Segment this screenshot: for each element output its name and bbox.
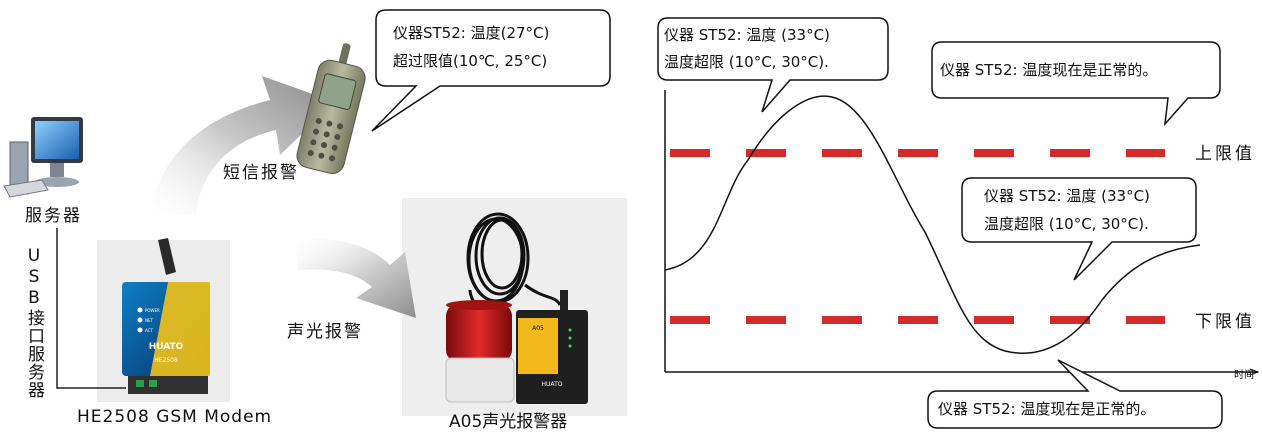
- sms-speech-bubble: [371, 9, 611, 132]
- bubble-fall-alarm: [961, 177, 1197, 281]
- a05-controller-box: [516, 290, 588, 404]
- modem-led-act: ACT: [145, 328, 153, 333]
- sms-bubble-line1: 仪器ST52: 温度(27°C): [393, 24, 550, 42]
- gsm-modem-device: [122, 238, 210, 394]
- server-label: 服务器: [25, 206, 82, 226]
- usb-connector-line: [56, 228, 126, 389]
- modem-brand: HUATO: [149, 342, 184, 352]
- normal-bottom-bubble-line1: 仪器 ST52: 温度现在是正常的。: [938, 400, 1156, 418]
- temperature-curve: [664, 95, 1201, 354]
- modem-led-net: NET: [145, 318, 154, 323]
- lower-limit-label: 下限值: [1195, 312, 1255, 332]
- siren-icon: [445, 300, 515, 403]
- modem-led-power: POWER: [145, 308, 160, 313]
- bubble-normal-bottom: [927, 359, 1223, 429]
- modem-model: HE2508: [154, 357, 178, 364]
- time-axis-label: 时间: [1234, 370, 1254, 381]
- modem-caption: HE2508 GSM Modem: [77, 407, 273, 427]
- a05-brand: HUATO: [542, 381, 563, 388]
- computer-icon: [3, 117, 83, 198]
- fall-bubble-line2: 温度超限 (10°C, 30°C).: [984, 215, 1149, 233]
- upper-limit-label: 上限值: [1195, 144, 1255, 164]
- x-axis-arrow: [1249, 368, 1260, 376]
- alarm-caption: A05声光报警器: [449, 412, 568, 432]
- a05-model: A05: [532, 325, 544, 332]
- bubble-normal-top: [931, 41, 1221, 127]
- arrow-server-to-alarm: [295, 238, 416, 318]
- peak-bubble-line1: 仪器 ST52: 温度 (33°C): [664, 26, 830, 44]
- mobile-phone-icon: [296, 43, 366, 175]
- peak-bubble-line2: 温度超限 (10°C, 30°C).: [664, 53, 829, 71]
- arrow-server-to-phone: [150, 76, 335, 215]
- usb-server-label: USB接口服务器: [24, 246, 44, 399]
- bubble-peak-alarm: [657, 17, 889, 113]
- sms-alarm-label: 短信报警: [223, 163, 299, 183]
- sound-light-alarm-label: 声光报警: [287, 322, 363, 342]
- normal-top-bubble-line1: 仪器 ST52: 温度现在是正常的。: [940, 61, 1158, 79]
- fall-bubble-line1: 仪器 ST52: 温度 (33°C): [984, 187, 1150, 205]
- sms-bubble-line2: 超过限值(10℃, 25°C): [393, 52, 548, 70]
